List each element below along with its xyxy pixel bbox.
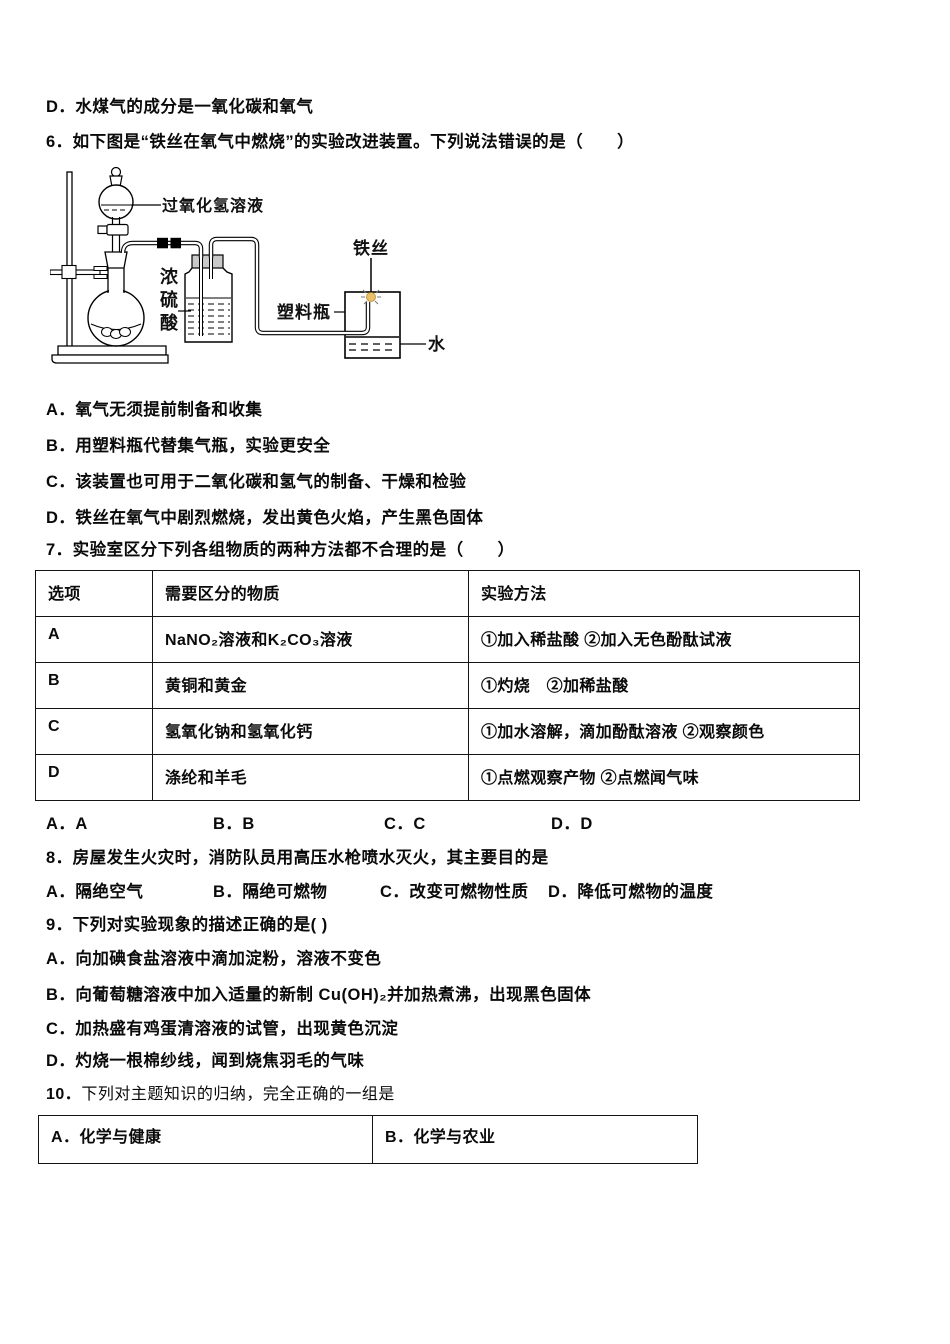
q10-table: A．化学与健康 B．化学与农业: [38, 1115, 698, 1164]
concentrated-h2so4-label: 浓硫酸: [158, 267, 178, 336]
plastic-bottle-label: 塑料瓶: [277, 303, 331, 322]
question-9-option-c: C．加热盛有鸡蛋清溶液的试管，出现黄色沉淀: [46, 1020, 399, 1038]
question-6-option-c: C．该装置也可用于二氧化碳和氢气的制备、干燥和检验: [46, 473, 467, 491]
q7-header-method: 实验方法: [468, 570, 860, 617]
table-row: B 黄铜和黄金 ①灼烧 ②加稀盐酸: [35, 662, 860, 709]
iron-wire-label: 铁丝: [353, 239, 389, 258]
spark-icon: [361, 289, 381, 305]
retort-stand: [50, 171, 169, 364]
q7-row-a-method: ①加入稀盐酸 ②加入无色酚酞试液: [468, 616, 860, 663]
q7-row-d-option: D: [35, 754, 153, 801]
question-10-number: 10．: [46, 1086, 82, 1103]
q7-row-d-method: ①点燃观察产物 ②点燃闻气味: [468, 754, 860, 801]
q7-row-d-substances: 涤纶和羊毛: [152, 754, 469, 801]
q7-header-option: 选项: [35, 570, 153, 617]
question-8-option-c: C．改变可燃物性质: [380, 883, 529, 901]
question-10-text: 下列对主题知识的归纳，完全正确的一组是: [81, 1086, 395, 1103]
h2o2-solution-label: 过氧化氢溶液: [162, 198, 265, 215]
apparatus-diagram: 过氧化氢溶液 浓硫酸 铁丝 塑料瓶 水: [50, 163, 455, 375]
question-8-option-b: B．隔绝可燃物: [213, 883, 328, 901]
question-10-stem: 10．下列对主题知识的归纳，完全正确的一组是: [46, 1085, 395, 1105]
table-row: A．化学与健康 B．化学与农业: [38, 1115, 698, 1164]
q7-row-a-substances: NaNO₂溶液和K₂CO₃溶液: [152, 616, 469, 663]
table-header-row: 选项 需要区分的物质 实验方法: [35, 570, 860, 617]
gas-washing-bottle: [184, 254, 233, 343]
question-7-option-c: C．C: [384, 815, 426, 833]
q7-row-c-option: C: [35, 708, 153, 755]
question-7-stem: 7．实验室区分下列各组物质的两种方法都不合理的是（ ）: [46, 541, 515, 559]
q7-row-b-substances: 黄铜和黄金: [152, 662, 469, 709]
question-8-option-a: A．隔绝空气: [46, 883, 144, 901]
water-label: 水: [428, 335, 446, 354]
question-9-stem: 9．下列对实验现象的描述正确的是( ): [46, 916, 328, 934]
rubber-connector: [170, 237, 181, 249]
q7-comparison-table: 选项 需要区分的物质 实验方法 A NaNO₂溶液和K₂CO₃溶液 ①加入稀盐酸…: [35, 570, 860, 801]
question-7-option-b: B．B: [213, 815, 255, 833]
question-9-option-a: A．向加碘食盐溶液中滴加淀粉，溶液不变色: [46, 950, 382, 968]
delivery-tube-left: [120, 237, 204, 258]
q7-header-substances: 需要区分的物质: [152, 570, 469, 617]
table-row: A NaNO₂溶液和K₂CO₃溶液 ①加入稀盐酸 ②加入无色酚酞试液: [35, 616, 860, 663]
q7-row-c-substances: 氢氧化钠和氢氧化钙: [152, 708, 469, 755]
rubber-connector: [157, 237, 168, 249]
question-8-option-d: D．降低可燃物的温度: [548, 883, 714, 901]
plastic-bottle: [344, 291, 401, 359]
q7-row-c-method: ①加水溶解，滴加酚酞溶液 ②观察颜色: [468, 708, 860, 755]
label-pointers: [131, 204, 426, 345]
q7-row-a-option: A: [35, 616, 153, 663]
question-9-option-d: D．灼烧一根棉纱线，闻到烧焦羽毛的气味: [46, 1052, 365, 1070]
delivery-tube-right: [208, 236, 371, 336]
q10-cell-b: B．化学与农业: [372, 1115, 698, 1164]
question-7-option-d: D．D: [551, 815, 593, 833]
question-6-option-a: A．氧气无须提前制备和收集: [46, 401, 263, 419]
q5-option-d: D．水煤气的成分是一氧化碳和氧气: [46, 98, 314, 116]
question-6-option-d: D．铁丝在氧气中剧烈燃烧，发出黄色火焰，产生黑色固体: [46, 509, 484, 527]
question-8-stem: 8．房屋发生火灾时，消防队员用高压水枪喷水灭火，其主要目的是: [46, 849, 549, 867]
question-6-option-b: B．用塑料瓶代替集气瓶，实验更安全: [46, 437, 331, 455]
question-9-option-b: B．向葡萄糖溶液中加入适量的新制 Cu(OH)₂并加热煮沸，出现黑色固体: [46, 986, 592, 1004]
round-bottom-flask: [87, 251, 145, 347]
apparatus-line-art: [50, 166, 426, 364]
table-row: C 氢氧化钠和氢氧化钙 ①加水溶解，滴加酚酞溶液 ②观察颜色: [35, 708, 860, 755]
q7-row-b-option: B: [35, 662, 153, 709]
question-6-stem: 6．如下图是“铁丝在氧气中燃烧”的实验改进装置。下列说法错误的是（ ）: [46, 133, 635, 151]
dropping-funnel: [97, 166, 134, 253]
table-row: D 涤纶和羊毛 ①点燃观察产物 ②点燃闻气味: [35, 754, 860, 801]
question-7-option-a: A．A: [46, 815, 88, 833]
q10-cell-a: A．化学与健康: [38, 1115, 373, 1164]
q7-row-b-method: ①灼烧 ②加稀盐酸: [468, 662, 860, 709]
